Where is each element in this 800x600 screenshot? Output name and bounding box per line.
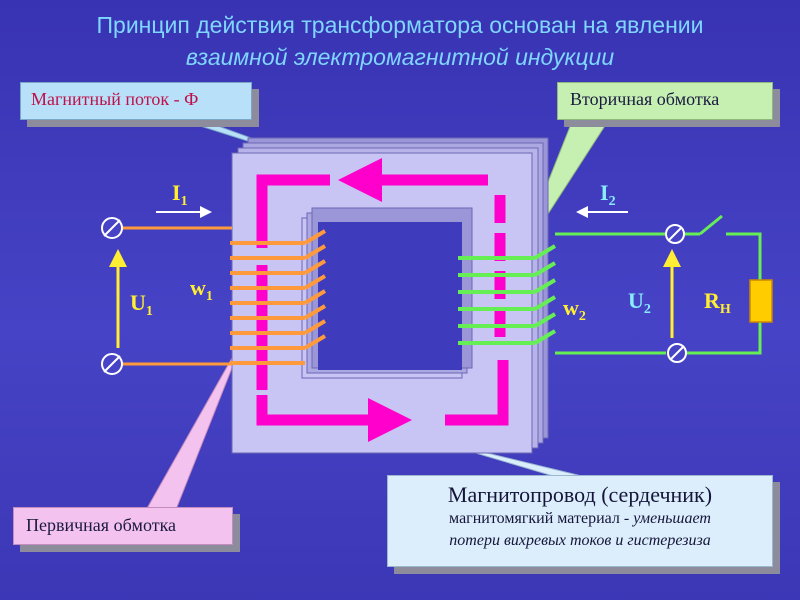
secondary-terminal-bottom bbox=[667, 343, 687, 363]
secondary-winding bbox=[458, 244, 557, 345]
rn-label: RН bbox=[704, 288, 731, 317]
primary-winding bbox=[230, 229, 327, 365]
primary-terminal-top bbox=[101, 217, 123, 239]
flux-callout: Магнитный поток - Ф bbox=[20, 82, 252, 120]
secondary-terminal-top bbox=[665, 224, 685, 244]
u1-label: U1 bbox=[130, 290, 153, 319]
i2-label: I2 bbox=[600, 180, 616, 209]
slide-title-line-1: Принцип действия трансформатора основан … bbox=[96, 12, 704, 38]
core-callout-title: Магнитопровод (сердечник) bbox=[447, 482, 713, 507]
slide-title-line-2: взаимной электромагнитной индукции bbox=[185, 44, 615, 70]
u2-label: U2 bbox=[628, 288, 651, 317]
w2-label: w2 bbox=[563, 295, 586, 324]
load-resistor bbox=[749, 279, 773, 323]
i1-label: I1 bbox=[172, 180, 188, 209]
primary-circuit bbox=[122, 226, 232, 366]
core-desc-reduces: уменьшает bbox=[633, 510, 711, 527]
primary-terminal-bottom bbox=[101, 353, 123, 375]
secondary-circuit bbox=[555, 214, 762, 355]
w1-label: w1 bbox=[190, 275, 213, 304]
primary-winding-callout: Первичная обмотка bbox=[13, 507, 233, 545]
flux-path bbox=[256, 158, 509, 442]
core-callout-desc-line-1: магнитомягкий материал - уменьшает bbox=[398, 508, 762, 530]
secondary-winding-callout: Вторичная обмотка bbox=[557, 82, 773, 120]
core-callout: Магнитопровод (сердечник) магнитомягкий … bbox=[387, 475, 773, 567]
core-callout-desc-line-2: потери вихревых токов и гистерезиза bbox=[449, 532, 711, 549]
core-desc-material: магнитомягкий материал - bbox=[449, 510, 634, 527]
